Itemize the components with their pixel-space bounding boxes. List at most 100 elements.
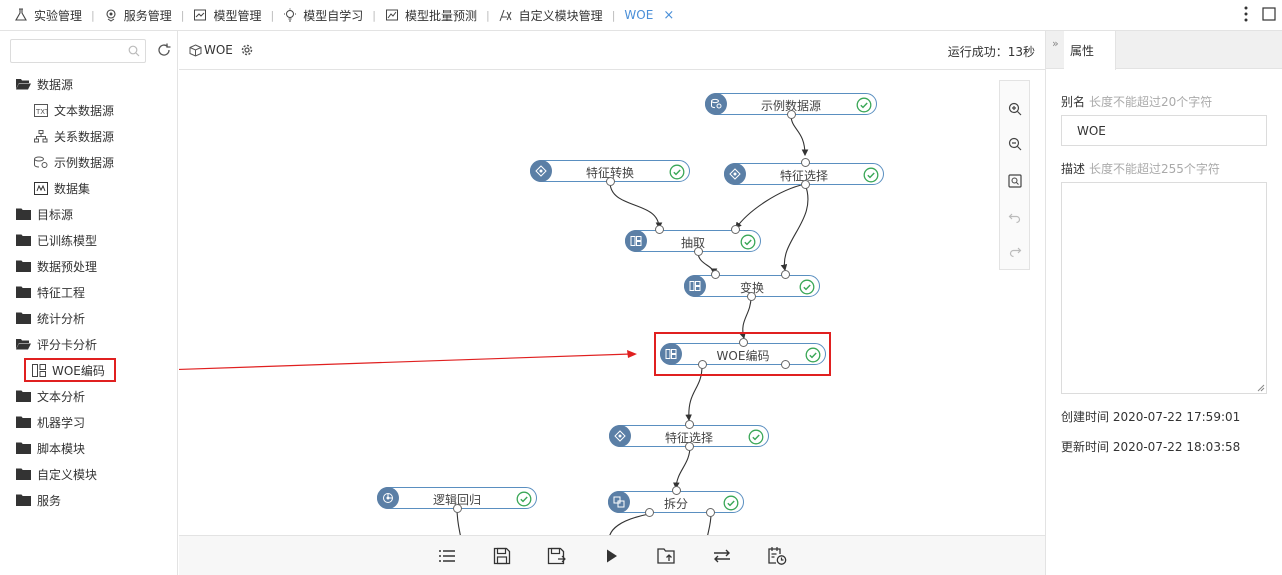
search-field[interactable]: [15, 41, 125, 61]
output-port[interactable]: [685, 442, 694, 451]
tab-custom-module-management[interactable]: 自定义模块管理 |: [499, 0, 625, 31]
tab-bar: 实验管理 | 服务管理 | 模型管理 | 模型自学习 | 模型批量预测 | 自定…: [0, 0, 1282, 31]
description-textarea[interactable]: [1061, 182, 1267, 394]
node-feature-select-2[interactable]: 特征选择: [609, 420, 769, 451]
close-icon[interactable]: ×: [663, 7, 675, 23]
input-port[interactable]: [672, 486, 681, 495]
module-icon: [625, 230, 647, 252]
undo-icon[interactable]: [1007, 209, 1023, 225]
properties-panel: » 属性 别名长度不能超过20个字符 WOE 描述长度不能超过255个字符 创建…: [1045, 31, 1282, 575]
text-source-icon: TXT: [34, 103, 48, 117]
output-port[interactable]: [781, 360, 790, 369]
tree-item-scorecard[interactable]: 评分卡分析: [0, 331, 178, 357]
input-port[interactable]: [711, 270, 720, 279]
tree-item-text-analysis[interactable]: 文本分析: [0, 383, 178, 409]
tree-item-feature-engineering[interactable]: 特征工程: [0, 279, 178, 305]
tab-batch-prediction[interactable]: 模型批量预测 |: [385, 0, 499, 31]
tree-item-preprocessing[interactable]: 数据预处理: [0, 253, 178, 279]
node-feature-transform[interactable]: 特征转换: [530, 160, 690, 186]
node-transform[interactable]: 变换: [684, 270, 820, 301]
component-panel: 数据源 TXT 文本数据源 关系数据源 示例数据源 数据集 目标源 已训练模型: [0, 31, 178, 575]
sample-source-icon: [34, 156, 48, 168]
run-icon[interactable]: [601, 545, 623, 567]
input-port[interactable]: [655, 225, 664, 234]
node-logistic-regression[interactable]: 逻辑回归: [377, 487, 537, 513]
tab-label: 服务管理: [123, 8, 172, 23]
feature-icon: [724, 163, 746, 185]
tree-item-label: 评分卡分析: [37, 337, 98, 352]
output-port[interactable]: [706, 508, 715, 517]
collapse-panel-icon[interactable]: »: [1052, 37, 1059, 50]
tab-experiment-management[interactable]: 实验管理 |: [14, 0, 104, 31]
output-port[interactable]: [698, 360, 707, 369]
folder-icon: [16, 416, 31, 428]
zoom-out-icon[interactable]: [1007, 136, 1023, 152]
output-port[interactable]: [453, 504, 462, 513]
module-icon: [660, 343, 682, 365]
node-feature-select-1[interactable]: 特征选择: [724, 158, 884, 189]
maximize-icon[interactable]: [1262, 7, 1276, 21]
tree-item-target-source[interactable]: 目标源: [0, 201, 178, 227]
search-icon[interactable]: [128, 45, 140, 57]
resize-handle-icon[interactable]: [1257, 384, 1265, 392]
export-icon[interactable]: [656, 545, 678, 567]
tree-item-service[interactable]: 服务: [0, 487, 178, 513]
tab-model-management[interactable]: 模型管理 |: [193, 0, 283, 31]
zoom-in-icon[interactable]: [1007, 101, 1023, 117]
search-input[interactable]: [10, 39, 146, 63]
input-port[interactable]: [801, 158, 810, 167]
schedule-icon[interactable]: [766, 545, 788, 567]
save-icon[interactable]: [491, 545, 513, 567]
fit-view-icon[interactable]: [1007, 173, 1023, 189]
more-vertical-icon[interactable]: [1244, 6, 1248, 22]
output-port[interactable]: [787, 110, 796, 119]
tree-item-label: 自定义模块: [37, 467, 98, 482]
tree-item-datasource[interactable]: 数据源: [0, 71, 178, 97]
tree-item-machine-learning[interactable]: 机器学习: [0, 409, 178, 435]
tab-model-self-learning[interactable]: 模型自学习 |: [283, 0, 385, 31]
list-icon[interactable]: [436, 545, 458, 567]
tree-item-text-source[interactable]: TXT 文本数据源: [0, 97, 178, 123]
folder-icon: [16, 494, 31, 506]
input-port[interactable]: [781, 270, 790, 279]
tab-woe[interactable]: WOE ×: [624, 0, 674, 31]
tree-item-label: 示例数据源: [54, 155, 115, 170]
alias-input[interactable]: WOE: [1061, 115, 1267, 146]
tree-item-label: 数据集: [54, 181, 91, 196]
node-label: 变换: [739, 281, 764, 295]
tree-item-dataset[interactable]: 数据集: [0, 175, 178, 201]
output-port[interactable]: [606, 177, 615, 186]
tab-properties[interactable]: 属性: [1064, 31, 1116, 70]
tree-item-woe-encode[interactable]: WOE编码: [24, 358, 116, 382]
tree-item-trained-models[interactable]: 已训练模型: [0, 227, 178, 253]
settings-icon[interactable]: [241, 44, 253, 56]
connection-lines: [179, 114, 809, 535]
input-port[interactable]: [739, 338, 748, 347]
tree-item-sample-source[interactable]: 示例数据源: [0, 149, 178, 175]
node-sample-source[interactable]: 示例数据源: [705, 93, 877, 119]
output-port[interactable]: [645, 508, 654, 517]
redo-icon[interactable]: [1007, 243, 1023, 259]
tab-label: 实验管理: [34, 8, 83, 23]
input-port[interactable]: [685, 420, 694, 429]
tree-item-custom-module[interactable]: 自定义模块: [0, 461, 178, 487]
created-time: 创建时间 2020-07-22 17:59:01: [1061, 410, 1241, 424]
flask-icon: [15, 8, 27, 21]
tab-service-management[interactable]: 服务管理 |: [104, 0, 194, 31]
tree-item-relation-source[interactable]: 关系数据源: [0, 123, 178, 149]
folder-icon: [16, 286, 31, 298]
tree-item-script-module[interactable]: 脚本模块: [0, 435, 178, 461]
output-port[interactable]: [747, 292, 756, 301]
tree-item-label: WOE编码: [52, 363, 105, 378]
tree-item-statistics[interactable]: 统计分析: [0, 305, 178, 331]
node-woe-encode[interactable]: WOE编码: [660, 338, 826, 369]
node-extract[interactable]: 抽取: [625, 225, 761, 256]
output-port[interactable]: [694, 247, 703, 256]
output-port[interactable]: [801, 180, 810, 189]
refresh-icon[interactable]: [156, 42, 172, 58]
input-port[interactable]: [731, 225, 740, 234]
node-split[interactable]: 拆分: [608, 486, 744, 517]
save-as-icon[interactable]: [546, 545, 568, 567]
workflow-canvas[interactable]: 示例数据源 特征转换 特征选择 抽取 变换 WOE编码: [179, 70, 1045, 535]
switch-icon[interactable]: [711, 545, 733, 567]
